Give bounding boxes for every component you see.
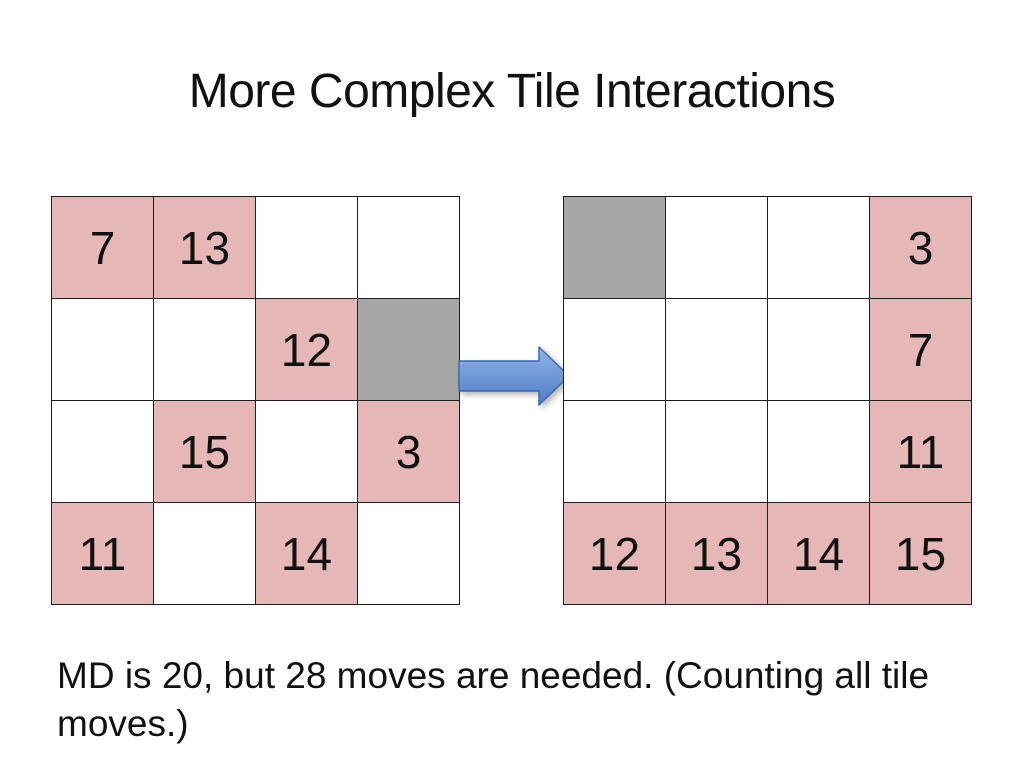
tile-cell-right-r2c1 <box>563 298 665 400</box>
tile-cell-left-r1c2: 13 <box>153 196 255 298</box>
tile-cell-right-r1c1 <box>563 196 665 298</box>
tile-cell-left-r3c4: 3 <box>357 400 459 502</box>
tile-cell-left-r3c2: 15 <box>153 400 255 502</box>
tile-cell-right-r4c1: 12 <box>563 502 665 604</box>
tile-cell-left-r2c4 <box>357 298 459 400</box>
tile-cell-left-r2c3: 12 <box>255 298 357 400</box>
tile-cell-left-r4c3: 14 <box>255 502 357 604</box>
tile-cell-right-r4c2: 13 <box>665 502 767 604</box>
tile-cell-left-r4c2 <box>153 502 255 604</box>
slide-title: More Complex Tile Interactions <box>188 65 836 118</box>
slide-caption: MD is 20, but 28 moves are needed. (Coun… <box>57 655 930 745</box>
tile-cell-right-r2c2 <box>665 298 767 400</box>
tile-cell-right-r2c3 <box>767 298 869 400</box>
right-arrow-icon <box>458 346 570 406</box>
tile-cell-right-r3c4: 11 <box>869 400 971 502</box>
tile-cell-right-r1c3 <box>767 196 869 298</box>
tile-cell-right-r4c4: 15 <box>869 502 971 604</box>
tile-cell-right-r2c4: 7 <box>869 298 971 400</box>
tile-cell-right-r4c3: 14 <box>767 502 869 604</box>
tile-cell-left-r1c1: 7 <box>51 196 153 298</box>
tile-cell-right-r1c4: 3 <box>869 196 971 298</box>
tile-cell-left-r3c1 <box>51 400 153 502</box>
tile-cell-left-r2c1 <box>51 298 153 400</box>
tile-cell-right-r3c1 <box>563 400 665 502</box>
tile-cell-left-r3c3 <box>255 400 357 502</box>
tile-cell-right-r3c3 <box>767 400 869 502</box>
tile-cell-right-r1c2 <box>665 196 767 298</box>
tile-cell-right-r3c2 <box>665 400 767 502</box>
tile-cell-left-r4c1: 11 <box>51 502 153 604</box>
tile-cell-left-r1c4 <box>357 196 459 298</box>
tile-cell-left-r2c2 <box>153 298 255 400</box>
tile-cell-left-r4c4 <box>357 502 459 604</box>
tile-cell-left-r1c3 <box>255 196 357 298</box>
